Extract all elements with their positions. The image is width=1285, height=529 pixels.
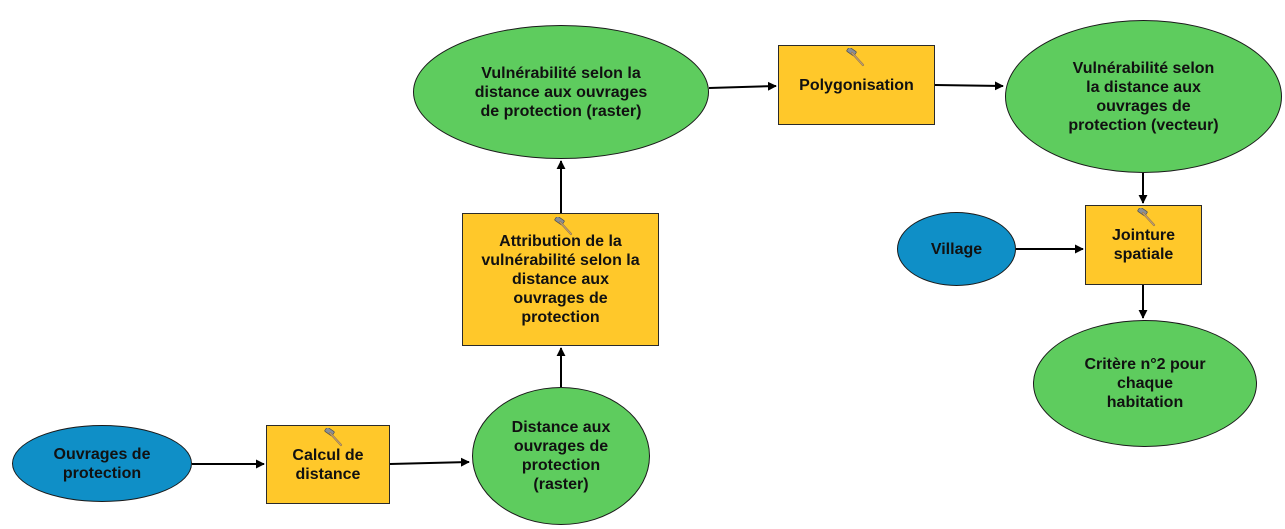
node-attribution[interactable]: Attribution de la vulnérabilité selon la…	[462, 213, 659, 346]
node-label: Jointure spatiale	[1111, 227, 1176, 263]
hammer-icon	[845, 46, 867, 73]
node-distance[interactable]: Distance aux ouvrages de protection (ras…	[472, 387, 650, 525]
hammer-icon	[553, 215, 575, 242]
node-label: Polygonisation	[799, 76, 914, 94]
hammer-icon	[1136, 206, 1158, 233]
node-label: Vulnérabilité selon la distance aux ouvr…	[1068, 59, 1219, 134]
node-vuln-vecteur[interactable]: Vulnérabilité selon la distance aux ouvr…	[1005, 20, 1282, 173]
node-calcul[interactable]: Calcul de distance	[266, 425, 390, 504]
node-label: Village	[930, 240, 983, 258]
node-label: Vulnérabilité selon la distance aux ouvr…	[474, 64, 648, 120]
node-label: Ouvrages de protection	[53, 445, 151, 482]
node-label: Critère n°2 pour chaque habitation	[1084, 356, 1206, 411]
edge-vuln_raster-to-polygonisation	[708, 81, 777, 91]
node-label: Attribution de la vulnérabilité selon la…	[481, 233, 640, 326]
edge-calcul-to-distance	[389, 457, 470, 467]
node-vuln-raster[interactable]: Vulnérabilité selon la distance aux ouvr…	[413, 25, 709, 159]
node-ouvrages[interactable]: Ouvrages de protection	[12, 425, 192, 502]
node-village[interactable]: Village	[897, 212, 1016, 286]
node-label: Calcul de distance	[292, 446, 364, 483]
node-label: Distance aux ouvrages de protection (ras…	[511, 419, 611, 493]
node-jointure[interactable]: Jointure spatiale	[1085, 205, 1202, 285]
node-polygonisation[interactable]: Polygonisation	[778, 45, 935, 125]
node-critere[interactable]: Critère n°2 pour chaque habitation	[1033, 320, 1257, 447]
edge-polygonisation-to-vuln_vecteur	[934, 81, 1004, 91]
hammer-icon	[323, 426, 345, 453]
